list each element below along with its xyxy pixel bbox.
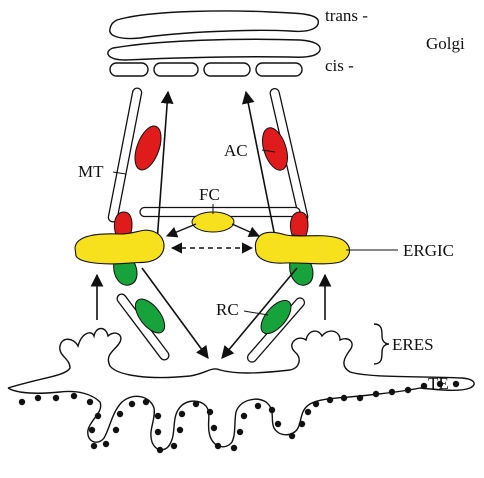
ribosome-dot — [95, 413, 101, 419]
ergic-right — [255, 212, 349, 285]
label-fc: FC — [199, 185, 220, 204]
ribosome-dot — [421, 383, 427, 389]
ergic-left-green-bud — [114, 262, 137, 285]
golgi-medial-cisterna — [108, 39, 320, 60]
ribosome-dot — [117, 411, 123, 417]
ribosome-dot — [215, 443, 221, 449]
arrow-right-to-golgi — [246, 92, 276, 242]
arrow-fc-to-left — [167, 224, 196, 236]
ribosome-dot — [305, 409, 311, 415]
fc-vesicle — [192, 212, 234, 232]
ribosomes — [19, 381, 459, 453]
ribosome-dot — [35, 395, 41, 401]
ribosome-dot — [241, 413, 247, 419]
label-te: TE — [428, 374, 449, 393]
ribosome-dot — [89, 427, 95, 433]
ergic-right-yellow — [255, 232, 349, 263]
ribosome-dot — [299, 421, 305, 427]
label-mt: MT — [78, 162, 104, 181]
ribosome-dot — [157, 447, 163, 453]
retrograde-carriers — [130, 294, 297, 339]
ribosome-dot — [453, 381, 459, 387]
label-rc: RC — [216, 300, 239, 319]
ribosome-dot — [269, 407, 275, 413]
ribosome-dot — [289, 433, 295, 439]
ribosome-dot — [103, 441, 109, 447]
ribosome-dot — [155, 413, 161, 419]
golgi-cis-cisterna — [110, 63, 302, 76]
arrow-fc-to-right — [232, 224, 259, 236]
ergic-left — [75, 212, 164, 285]
ribosome-dot — [177, 427, 183, 433]
arrow-left-to-golgi — [157, 92, 168, 242]
label-cis: cis - — [325, 56, 354, 75]
ribosome-dot — [91, 443, 97, 449]
leader-rc — [244, 311, 268, 315]
ribosome-dot — [171, 443, 177, 449]
ergic-left-yellow — [75, 230, 164, 264]
label-trans: trans - — [325, 6, 368, 25]
ribosome-dot — [113, 427, 119, 433]
ribosome-dot — [53, 395, 59, 401]
ribosome-dot — [211, 425, 217, 431]
ribosome-dot — [237, 429, 243, 435]
label-eres: ERES — [392, 335, 434, 354]
ergic-right-red-bud — [290, 212, 308, 236]
ribosome-dot — [327, 397, 333, 403]
ribosome-dot — [341, 395, 347, 401]
golgi-stack — [108, 11, 320, 76]
ribosome-dot — [373, 391, 379, 397]
ribosome-dot — [275, 421, 281, 427]
ribosome-dot — [389, 389, 395, 395]
label-ergic: ERGIC — [403, 241, 454, 260]
ribosome-dot — [231, 445, 237, 451]
label-golgi: Golgi — [426, 34, 465, 53]
ribosome-dot — [357, 395, 363, 401]
ribosome-dot — [87, 399, 93, 405]
ribosome-dot — [193, 401, 199, 407]
label-ac: AC — [224, 141, 248, 160]
ac-left — [130, 123, 166, 174]
ribosome-dot — [143, 399, 149, 405]
ergic-left-red-bud — [114, 212, 132, 236]
ribosome-dot — [19, 399, 25, 405]
anterograde-carriers — [130, 123, 292, 174]
ribosome-dot — [179, 411, 185, 417]
ribosome-dot — [313, 401, 319, 407]
ribosome-dot — [207, 409, 213, 415]
ribosome-dot — [71, 393, 77, 399]
golgi-trans-cisterna — [110, 11, 319, 39]
ribosome-dot — [255, 403, 261, 409]
ribosome-dot — [155, 429, 161, 435]
ribosome-dot — [129, 401, 135, 407]
ribosome-dot — [405, 387, 411, 393]
eres-bracket — [374, 324, 389, 364]
